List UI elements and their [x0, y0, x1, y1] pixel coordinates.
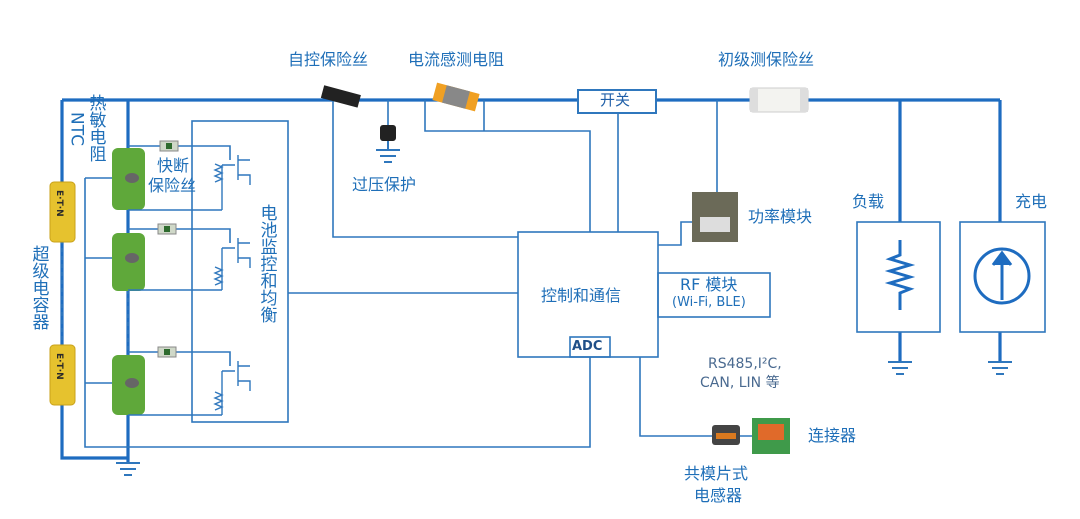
fast-fuse-label-line1: 快断: [157, 156, 190, 175]
current-sense-resistor-icon: [432, 82, 480, 112]
bus-label-line1: RS485,I²C,: [708, 356, 782, 372]
load-label: 负载: [852, 192, 885, 211]
ntc-label-line2: 热敏电阻: [85, 94, 106, 162]
connector-icon: [752, 418, 790, 454]
primary-fuse-icon: [749, 87, 809, 113]
comm-wires: [639, 357, 752, 437]
mosfet-resistor-icon: [213, 155, 251, 415]
control-wires: [332, 100, 718, 246]
rf-module-box: [657, 272, 771, 318]
sense-wires: [84, 177, 591, 448]
adc-box: [569, 336, 611, 358]
charge-box: [959, 221, 1046, 333]
overvoltage-protection-label: 过压保护: [352, 175, 417, 194]
ground-icon: [116, 462, 140, 476]
primary-fuse-label: 初级测保险丝: [718, 50, 815, 69]
output-wires: [898, 100, 1002, 362]
inductor-label-line1: 共模片式: [684, 464, 749, 483]
battery-monitor-label: 电池监控和均衡: [256, 204, 277, 323]
rf-label-line1: RF 模块: [680, 275, 738, 294]
battery-cell-icon: [112, 148, 145, 415]
load-resistor-icon: [884, 240, 916, 310]
balance-wires: [128, 145, 231, 416]
switch-label: 开关: [600, 91, 631, 109]
bus-label-line2: CAN, LIN 等: [700, 375, 780, 391]
switch-box: [577, 89, 657, 114]
adc-label: ADC: [572, 339, 603, 354]
fast-fuse-label-line2: 保险丝: [148, 176, 197, 195]
power-module-icon: [692, 192, 738, 242]
common-mode-inductor-icon: [712, 425, 740, 445]
ground-icon: [888, 361, 1012, 375]
inductor-label-line2: 电感器: [694, 486, 743, 505]
supercapacitor-brand-bottom: E·T·N: [54, 353, 64, 380]
connector-label: 连接器: [808, 426, 857, 445]
battery-monitor-box: [191, 120, 289, 423]
charge-label: 充电: [1015, 192, 1048, 211]
control-comm-label: 控制和通信: [541, 286, 622, 305]
ground-icon: [376, 141, 400, 163]
current-source-icon: [973, 247, 1031, 305]
power-module-label: 功率模块: [748, 207, 813, 226]
fast-fuse-icon: [157, 140, 179, 358]
current-sense-resistor-label: 电流感测电阻: [408, 50, 505, 69]
ntc-label-line1: NTC: [66, 112, 87, 146]
supercapacitor-brand-top: E·T·N: [54, 190, 64, 217]
self-control-fuse-icon: [320, 85, 361, 108]
dashed-continuation: [61, 240, 129, 355]
main-bus-wire: [60, 98, 1000, 462]
rf-label-line2: (Wi-Fi, BLE): [672, 295, 746, 310]
tvs-diode-icon: [380, 125, 396, 141]
supercapacitor-label: 超级电容器: [28, 245, 49, 330]
self-control-fuse-label: 自控保险丝: [288, 50, 369, 69]
supercapacitor-icon: [49, 181, 76, 406]
load-box: [856, 221, 941, 333]
